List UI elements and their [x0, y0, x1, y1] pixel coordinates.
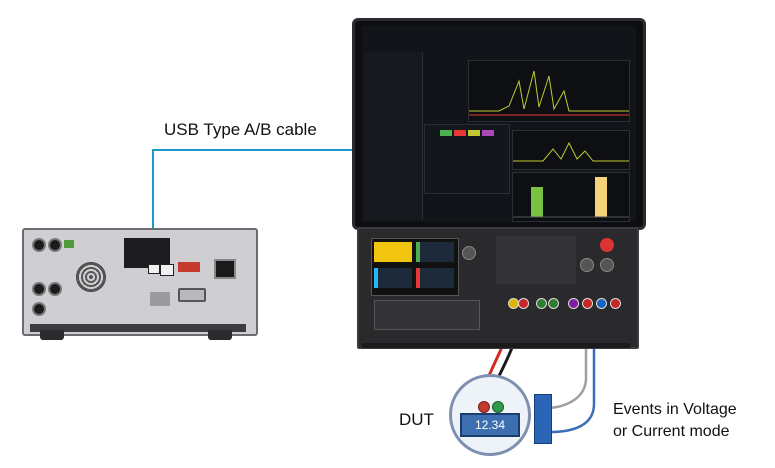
- dut-display: 12.34: [460, 413, 520, 437]
- rear-terminal: [32, 282, 46, 296]
- events-label-line1: Events in Voltage: [613, 401, 737, 418]
- jack-icon: [610, 298, 621, 309]
- table-header-cell: [454, 130, 466, 136]
- channel-1-block: [374, 242, 412, 262]
- usb-port-icon: [148, 264, 160, 274]
- rear-foot-right: [208, 330, 232, 340]
- jack-icon: [548, 298, 559, 309]
- dut-led-red-icon: [478, 401, 490, 413]
- rear-terminal: [48, 238, 62, 252]
- events-label-line2: or Current mode: [613, 423, 730, 440]
- knob-icon: [462, 246, 476, 260]
- waveform-plot-small: [513, 141, 629, 162]
- event-lead-gray: [549, 310, 588, 410]
- software-waveform-chart-small: [512, 130, 630, 170]
- fan-icon: [76, 262, 106, 292]
- table-header-cell: [482, 130, 494, 136]
- bar-plot: [513, 177, 629, 218]
- jack-icon: [518, 298, 529, 309]
- front-lower-panel: [374, 300, 480, 330]
- rear-terminal: [32, 302, 46, 316]
- dut-led-green-icon: [492, 401, 504, 413]
- rear-terminal: [32, 238, 46, 252]
- knob-icon: [580, 258, 594, 272]
- usb-cable-label: USB Type A/B cable: [164, 120, 317, 139]
- jack-icon: [536, 298, 547, 309]
- lan-port-icon: [160, 264, 174, 276]
- rear-foot-left: [40, 330, 64, 340]
- jack-icon: [568, 298, 579, 309]
- software-waveform-chart: [468, 60, 630, 122]
- channel-4-block: [416, 268, 454, 288]
- rear-io-block: [124, 238, 170, 268]
- rear-unit-base: [30, 324, 246, 332]
- jack-icon: [582, 298, 593, 309]
- knob-icon: [600, 258, 614, 272]
- channel-2-block: [416, 242, 454, 262]
- usb-cable: [152, 149, 356, 262]
- rear-status-badge: [64, 240, 74, 248]
- software-sidebar: [364, 52, 423, 220]
- event-lead-blue: [549, 310, 596, 434]
- front-unit-base: [362, 343, 630, 348]
- waveform-plot: [469, 70, 629, 116]
- front-keypad: [496, 236, 576, 284]
- table-header-cell: [440, 130, 452, 136]
- software-bar-chart: [512, 172, 630, 222]
- channel-3-block: [374, 268, 412, 288]
- power-button-icon: [600, 238, 614, 252]
- dut-connector: [534, 394, 552, 444]
- table-header-cell: [468, 130, 480, 136]
- software-table: [424, 124, 510, 194]
- dsub-connector-icon: [178, 288, 206, 302]
- warning-sticker: [178, 262, 200, 272]
- dut-label: DUT: [399, 410, 434, 429]
- power-inlet-icon: [214, 259, 236, 279]
- rear-terminal: [48, 282, 62, 296]
- rear-label-plate: [150, 292, 170, 306]
- jack-icon: [596, 298, 607, 309]
